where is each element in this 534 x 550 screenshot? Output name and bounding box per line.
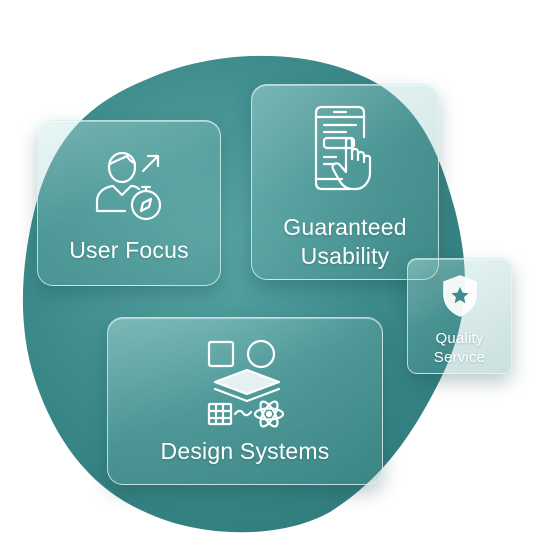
quality-service-line1: Quality [435, 330, 484, 347]
design-components-icon [205, 338, 289, 428]
phone-tap-icon [312, 105, 388, 197]
user-focus-card[interactable]: User Focus [37, 120, 221, 286]
guaranteed-usability-line1: Guaranteed [283, 214, 407, 240]
guaranteed-usability-line2: Usability [300, 243, 390, 269]
design-systems-label: Design Systems [160, 438, 330, 464]
quality-service-card[interactable]: Quality Service [407, 258, 512, 374]
user-compass-icon [91, 145, 169, 229]
design-systems-card[interactable]: Design Systems [107, 317, 383, 485]
quality-service-label: Quality Service [408, 329, 511, 367]
shield-star-icon [441, 274, 479, 318]
guaranteed-usability-card[interactable]: Guaranteed Usability [251, 84, 439, 280]
quality-service-line2: Service [433, 349, 486, 366]
user-focus-label: User Focus [69, 237, 189, 263]
guaranteed-usability-label: Guaranteed Usability [252, 213, 438, 271]
